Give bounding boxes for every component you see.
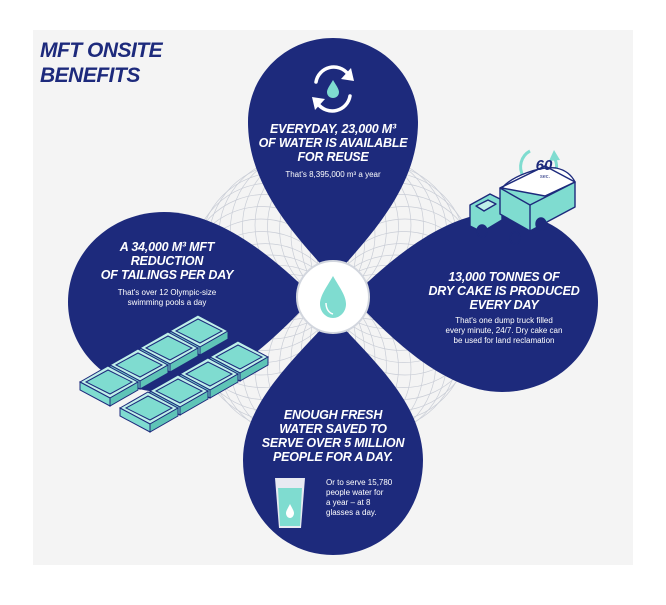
bottom-subtext-line: people water for <box>326 488 384 497</box>
top-heading-line: FOR REUSE <box>297 150 369 164</box>
left-subtext-line: That's over 12 Olympic-size <box>117 288 217 297</box>
right-heading-line: EVERY DAY <box>469 298 539 312</box>
bottom-heading-line: SERVE OVER 5 MILLION <box>261 436 405 450</box>
bottom-heading: ENOUGH FRESH WATER SAVED TO SERVE OVER 5… <box>258 408 408 464</box>
left-subtext-line: swimming pools a day <box>127 298 207 307</box>
pool-tile <box>78 365 140 407</box>
water-glass-icon <box>275 478 305 528</box>
left-heading-line: A 34,000 M³ MFT <box>119 240 215 254</box>
bottom-heading-line: PEOPLE FOR A DAY. <box>272 450 393 464</box>
right-heading-line: DRY CAKE IS PRODUCED <box>428 284 580 298</box>
top-subtext-line: That's 8,395,000 m³ a year <box>285 170 381 179</box>
right-heading-line: 13,000 TONNES OF <box>448 270 560 284</box>
timer-unit: sec. <box>539 174 551 180</box>
bottom-subtext-line: Or to serve 15,780 <box>326 478 393 487</box>
left-heading: A 34,000 M³ MFT REDUCTION OF TAILINGS PE… <box>92 240 242 282</box>
bottom-subtext: Or to serve 15,780 people water for a ye… <box>326 478 416 518</box>
top-subtext: That's 8,395,000 m³ a year <box>258 170 408 180</box>
pool-tile <box>118 391 180 433</box>
right-subtext-line: That's one dump truck filled <box>455 316 553 325</box>
left-heading-line: OF TAILINGS PER DAY <box>100 268 234 282</box>
right-subtext-line: every minute, 24/7. Dry cake can <box>445 326 563 335</box>
timer-value: 60 <box>535 157 553 174</box>
left-heading-line: REDUCTION <box>130 254 204 268</box>
pool-tile <box>178 357 240 399</box>
right-heading: 13,000 TONNES OF DRY CAKE IS PRODUCED EV… <box>424 270 584 312</box>
recycle-water-icon <box>312 65 354 113</box>
top-heading: EVERYDAY, 23,000 M³ OF WATER IS AVAILABL… <box>258 122 408 164</box>
dump-truck-icon <box>469 165 576 245</box>
right-subtext: That's one dump truck filled every minut… <box>424 316 584 346</box>
water-drop-icon <box>296 260 370 334</box>
right-subtext-line: be used for land reclamation <box>453 336 555 345</box>
bottom-heading-line: ENOUGH FRESH <box>283 408 383 422</box>
bottom-subtext-line: glasses a day. <box>326 508 377 517</box>
petal-top <box>248 38 418 278</box>
top-heading-line: OF WATER IS AVAILABLE <box>258 136 408 150</box>
top-heading-line: EVERYDAY, 23,000 M³ <box>270 122 396 136</box>
page-title: MFT ONSITE BENEFITS <box>40 39 163 87</box>
petal-right <box>352 212 598 392</box>
left-subtext: That's over 12 Olympic-size swimming poo… <box>92 288 242 308</box>
petal-left <box>68 212 314 392</box>
bottom-heading-line: WATER SAVED TO <box>279 422 387 436</box>
bottom-subtext-line: a year – at 8 <box>326 498 371 507</box>
swimming-pools-icon <box>78 314 270 433</box>
